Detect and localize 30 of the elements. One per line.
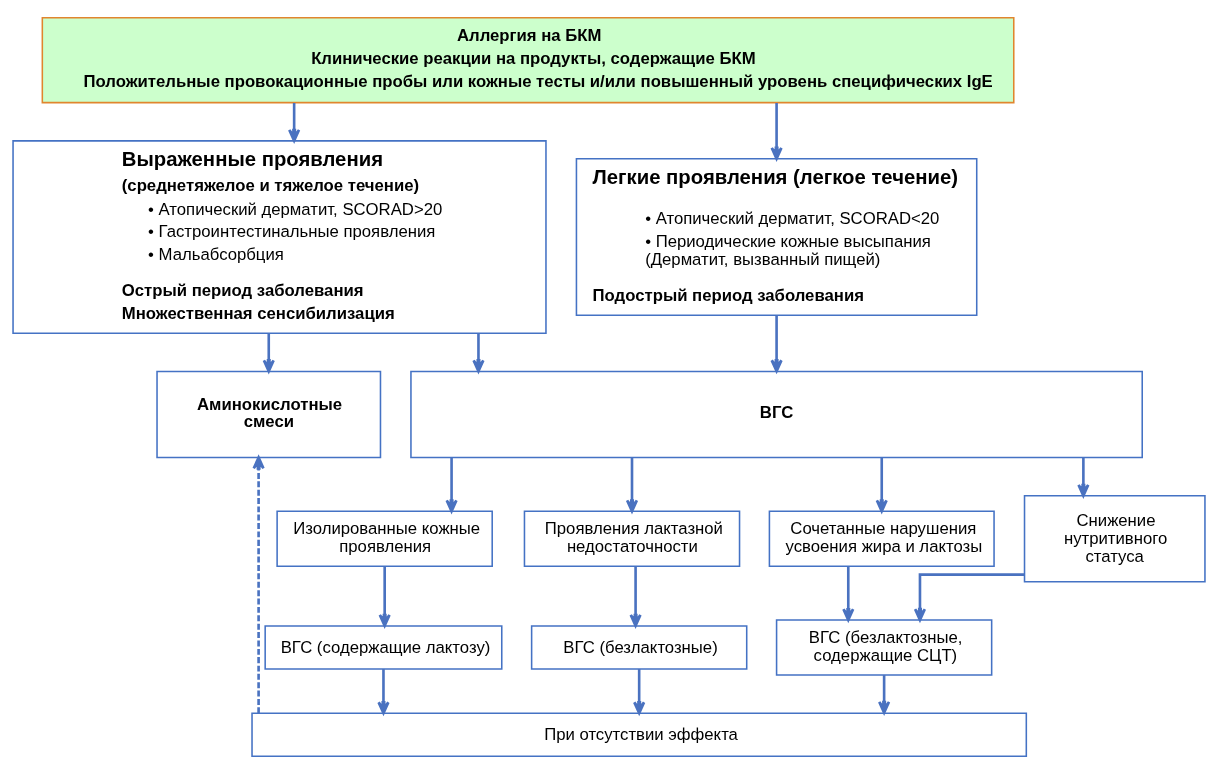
- node-box: При отсутствии эффекта: [251, 712, 1028, 757]
- arrow: [288, 103, 301, 143]
- node-box: Изолированные кожные проявления: [276, 510, 493, 567]
- node-box: ВГС (безлактозные): [530, 625, 748, 670]
- arrow: [1077, 457, 1090, 498]
- arrow: [445, 457, 458, 513]
- arrow: [770, 103, 783, 160]
- node-box: ВГС: [410, 370, 1143, 459]
- node-box: Выраженные проявления (среднетяжелое и тяжелое течение) • Атопический дерматит, SCORAD>20 • Гастроинтестинальные проявления • Мальабсорбция Острый период заболевания Множественная сенсибилизация: [12, 140, 547, 334]
- arrow: [252, 456, 265, 714]
- arrow: [842, 566, 855, 622]
- node-box: Сочетанные нарушения усвоения жира и лактозы: [768, 510, 995, 567]
- arrow: [629, 566, 642, 628]
- node-box: Аминокислотные смеси: [156, 370, 382, 459]
- arrow: [377, 669, 390, 715]
- arrow: [633, 669, 646, 715]
- arrow: [877, 675, 891, 715]
- node-box: Легкие проявления (легкое течение) • Атопический дерматит, SCORAD<20 • Периодические кожные высыпания (Дерматит, вызванный пищей) Подострый период заболевания: [575, 158, 978, 317]
- arrow: [625, 457, 639, 513]
- arrow: [262, 333, 275, 373]
- node-box: Аллергия на БКМ Клинические реакции на продукты, содержащие БКМ Положительные провокационные пробы или кожные тесты и/или повышенный уровень специфических IgE: [41, 17, 1015, 104]
- arrow: [472, 333, 485, 373]
- node-box: ВГС (безлактозные, содержащие СЦТ): [775, 619, 993, 676]
- node-box: Снижение нутритивного статуса: [1023, 494, 1206, 583]
- node-box: Проявления лактазной недостаточности: [523, 510, 741, 567]
- arrow: [913, 573, 1025, 622]
- arrow: [770, 315, 783, 373]
- arrow: [875, 457, 888, 513]
- node-box: ВГС (содержащие лактозу): [264, 625, 503, 670]
- arrow: [378, 566, 391, 628]
